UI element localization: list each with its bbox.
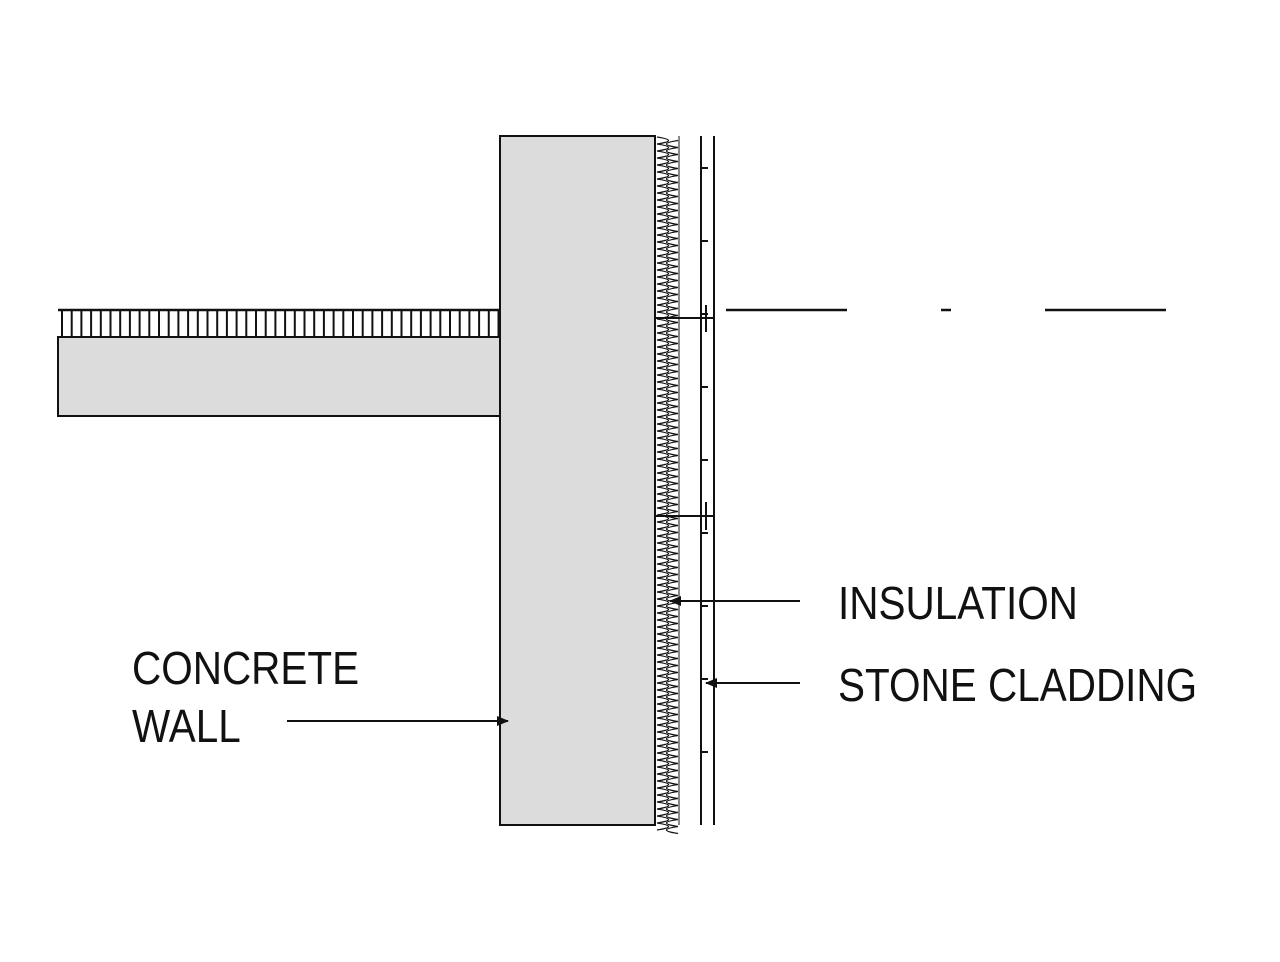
cladding-anchor-lower bbox=[655, 502, 714, 530]
floor-finish-hatch bbox=[58, 308, 500, 338]
stone-cladding-label: STONE CLADDING bbox=[838, 659, 1198, 711]
insulation-layer bbox=[656, 136, 680, 835]
concrete-wall-label-line2: WALL bbox=[132, 700, 241, 752]
floor-slab bbox=[57, 336, 501, 417]
stone-cladding bbox=[700, 136, 715, 825]
concrete-wall bbox=[499, 135, 656, 826]
cladding-anchor-upper bbox=[655, 305, 714, 332]
concrete-wall-label-line1: CONCRETE bbox=[132, 642, 360, 694]
insulation-label: INSULATION bbox=[838, 577, 1078, 629]
